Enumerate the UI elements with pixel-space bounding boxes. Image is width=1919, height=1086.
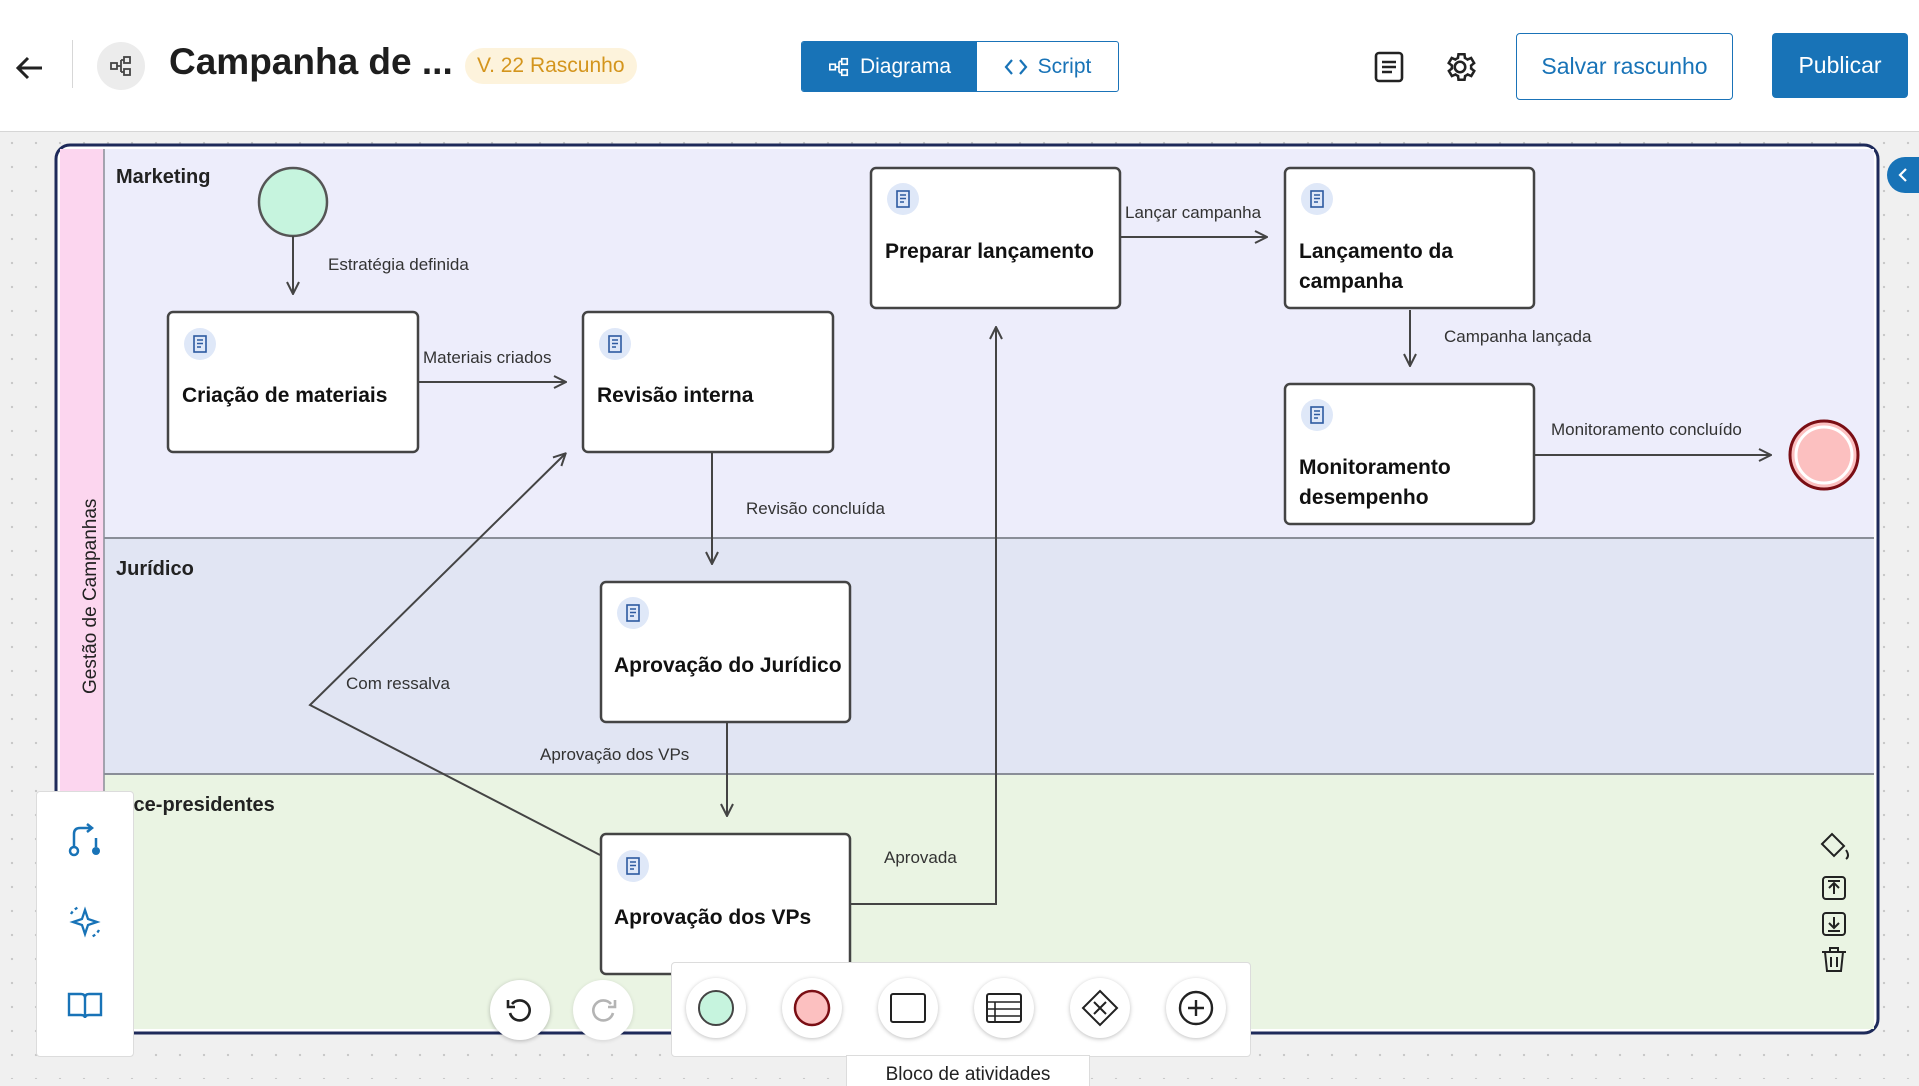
tab-diagrama-label: Diagrama (859, 54, 952, 78)
tab-script[interactable]: Script (977, 42, 1118, 91)
add-gateway-button[interactable] (1070, 978, 1130, 1038)
start-event-icon (698, 990, 734, 1026)
lane-label-vps: ice-presidentes (128, 794, 275, 816)
plus-circle-icon (1178, 990, 1214, 1026)
flow-label-aprovacao-vps: Aprovação dos VPs (540, 745, 689, 764)
start-event[interactable] (257, 166, 329, 238)
undo-button[interactable] (490, 980, 550, 1040)
collapse-right-panel-button[interactable] (1887, 157, 1919, 193)
tab-script-label: Script (1037, 54, 1092, 78)
book-icon (67, 992, 103, 1019)
flow-label-monitoramento-concluido: Monitoramento concluído (1551, 420, 1742, 439)
flow-label-aprovada: Aprovada (884, 848, 957, 867)
connect-icon (68, 823, 100, 857)
redo-icon (592, 999, 617, 1022)
task-icon (1301, 399, 1333, 431)
task-lancamento[interactable]: Lançamento da campanha (1283, 166, 1536, 310)
diagram-icon (828, 57, 849, 76)
toolbar-tooltip: Bloco de atividades (846, 1055, 1090, 1086)
settings-button[interactable] (1442, 49, 1478, 85)
task-icon (184, 328, 216, 360)
save-draft-button[interactable]: Salvar rascunho (1516, 33, 1733, 100)
top-header: Campanha de ... V. 22 Rascunho Diagrama … (0, 0, 1919, 132)
code-icon (1004, 58, 1028, 75)
task-criacao[interactable]: Criação de materiais (166, 310, 420, 454)
pool-label: Gestão de Campanhas (80, 499, 101, 694)
task-icon (617, 850, 649, 882)
ai-sparkle-icon (69, 905, 101, 939)
flow-label-com-ressalva: Com ressalva (346, 674, 450, 693)
side-panel (36, 791, 134, 1057)
lane-label-marketing: Marketing (116, 166, 210, 188)
chevron-left-icon (1898, 168, 1907, 182)
activity-block-icon (986, 993, 1022, 1023)
task-label-vps: Aprovação dos VPs (614, 906, 811, 929)
import-icon[interactable] (1822, 912, 1846, 936)
task-icon (617, 597, 649, 629)
flow-label-estrategia: Estratégia definida (328, 255, 469, 274)
task-label-monitoramento-1: Monitoramento (1299, 456, 1451, 479)
document-button[interactable] (1372, 50, 1406, 84)
flow-label-lancar: Lançar campanha (1125, 203, 1262, 222)
connect-button[interactable] (65, 820, 105, 860)
docs-button[interactable] (65, 985, 105, 1025)
gateway-icon (1081, 989, 1119, 1027)
arrow-left-icon (15, 56, 42, 80)
task-vps[interactable]: Aprovação dos VPs (599, 832, 852, 976)
task-label-monitoramento-2: desempenho (1299, 486, 1429, 509)
add-activity-block-button[interactable] (974, 978, 1034, 1038)
task-icon (890, 993, 926, 1023)
right-tools (1820, 832, 1849, 972)
divider (72, 40, 73, 88)
gear-icon (1447, 52, 1476, 82)
add-start-event-button[interactable] (686, 978, 746, 1038)
ai-assistant-button[interactable] (65, 902, 105, 942)
task-label-lancamento-1: Lançamento da (1299, 240, 1453, 263)
view-toggle: Diagrama Script (801, 41, 1119, 92)
version-badge: V. 22 Rascunho (465, 48, 637, 84)
end-event-icon (793, 989, 831, 1027)
publish-button[interactable]: Publicar (1772, 33, 1908, 98)
process-type-icon (97, 42, 145, 90)
export-icon[interactable] (1822, 876, 1846, 900)
add-task-button[interactable] (878, 978, 938, 1038)
task-label-preparar: Preparar lançamento (885, 240, 1094, 263)
task-revisao[interactable]: Revisão interna (581, 310, 835, 454)
trash-icon[interactable] (1822, 947, 1846, 972)
task-monitoramento[interactable]: Monitoramento desempenho (1283, 382, 1536, 526)
redo-button[interactable] (573, 980, 633, 1040)
add-more-button[interactable] (1166, 978, 1226, 1038)
task-label-revisao: Revisão interna (597, 384, 754, 407)
task-label-juridico: Aprovação do Jurídico (614, 654, 842, 677)
page-title: Campanha de ... (169, 41, 453, 82)
undo-icon (506, 999, 531, 1022)
task-icon (887, 183, 919, 215)
flow-label-materiais: Materiais criados (423, 348, 552, 367)
lane-label-juridico: Jurídico (116, 558, 194, 580)
task-icon (1301, 183, 1333, 215)
task-icon (599, 328, 631, 360)
tab-diagrama[interactable]: Diagrama (802, 42, 977, 91)
task-label-criacao: Criação de materiais (182, 384, 387, 407)
add-end-event-button[interactable] (782, 978, 842, 1038)
flow-label-campanha-lancada: Campanha lançada (1444, 327, 1592, 346)
task-label-lancamento-2: campanha (1299, 270, 1403, 293)
end-event[interactable] (1788, 419, 1860, 491)
element-toolbar (671, 962, 1251, 1057)
document-icon (1374, 51, 1404, 83)
flow-label-revisao-concluida: Revisão concluída (746, 499, 885, 518)
lane-juridico[interactable] (104, 538, 1874, 774)
paint-icon[interactable] (1820, 832, 1849, 860)
task-juridico[interactable]: Aprovação do Jurídico (599, 580, 852, 724)
back-button[interactable] (12, 50, 48, 86)
task-preparar[interactable]: Preparar lançamento (869, 166, 1122, 310)
